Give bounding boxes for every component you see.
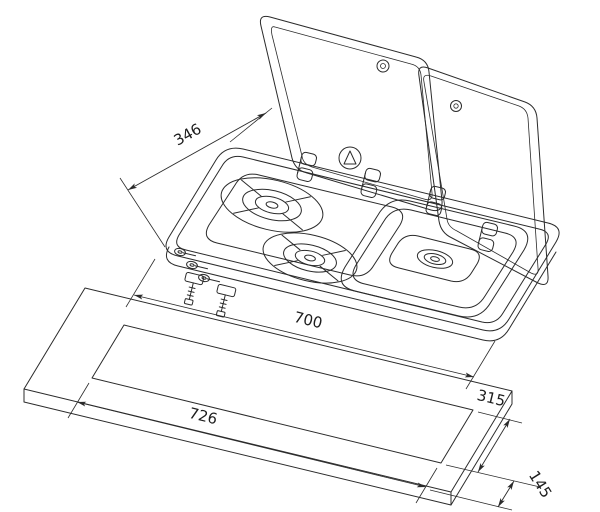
burner-cap — [304, 254, 316, 262]
burner-ring-inner — [294, 249, 326, 267]
pan-support-arm — [319, 265, 339, 282]
mounting-bracket — [215, 283, 237, 318]
burner-ring-inner — [254, 195, 290, 215]
sink-bowl-bottom — [389, 234, 480, 283]
pan-support-arm — [281, 234, 301, 251]
sink-rim-outer — [340, 199, 529, 318]
lid-outline — [418, 66, 549, 285]
hob-recess — [205, 173, 404, 277]
dimension-line — [133, 294, 475, 378]
burner-cap — [265, 201, 279, 209]
pan-support-ring — [262, 232, 358, 284]
hinge-clip — [425, 185, 447, 216]
dimension-line — [477, 418, 511, 473]
dimension-label: 346 — [171, 120, 205, 150]
counter-top — [23, 287, 513, 506]
dimension-346: 346 — [119, 107, 273, 248]
dimension-line — [497, 480, 515, 508]
worktop-cutout-outline — [91, 324, 474, 464]
pan-support-arm — [241, 179, 262, 197]
mounting-bracket — [183, 271, 205, 306]
pan-support-arm — [274, 260, 298, 266]
control-knob — [186, 260, 209, 270]
control-knob — [174, 247, 197, 257]
pan-support-arm — [233, 207, 259, 214]
unit-lower-edge — [166, 246, 557, 342]
burner-front — [262, 232, 358, 284]
extension-line — [429, 489, 513, 511]
extension-line — [445, 464, 541, 488]
pan-support-arm — [285, 196, 311, 203]
dimension-label: 315 — [475, 386, 507, 410]
extension-line — [119, 177, 166, 248]
extension-line — [477, 411, 523, 424]
hinge-clip — [360, 167, 382, 198]
dimension-line — [76, 401, 427, 488]
pan-support-ring — [220, 177, 324, 233]
gas-triangle-icon — [338, 146, 362, 170]
extension-line — [415, 467, 438, 504]
lid-hole — [380, 63, 386, 69]
lid-hole — [450, 100, 462, 112]
extension-line — [465, 340, 496, 390]
hinge-clip — [296, 151, 318, 182]
lid-outline — [259, 15, 443, 212]
extension-line — [67, 382, 90, 419]
dimension-145: 145 — [429, 467, 555, 511]
lid-inner-edge — [271, 26, 433, 201]
sink-drain — [416, 249, 454, 269]
burner-ring-outer — [283, 243, 337, 273]
sink-bowl — [340, 199, 529, 318]
lid-hole — [453, 103, 459, 109]
lid-hole — [376, 59, 390, 73]
dimension-726: 726 — [67, 382, 438, 504]
pan-support-arm — [282, 213, 303, 231]
counter-front-face — [23, 388, 452, 506]
dimension-line — [127, 112, 267, 191]
hinge-clip — [477, 221, 499, 252]
glass-lid-right — [418, 66, 549, 285]
pan-support-arm — [322, 250, 346, 256]
extension-line — [125, 258, 156, 308]
counter-top-face — [23, 287, 513, 493]
dimension-315: 315 — [445, 386, 541, 488]
lid-inner-edge — [423, 74, 539, 275]
dimension-label: 700 — [292, 308, 324, 332]
burner-ring-outer — [242, 188, 302, 222]
